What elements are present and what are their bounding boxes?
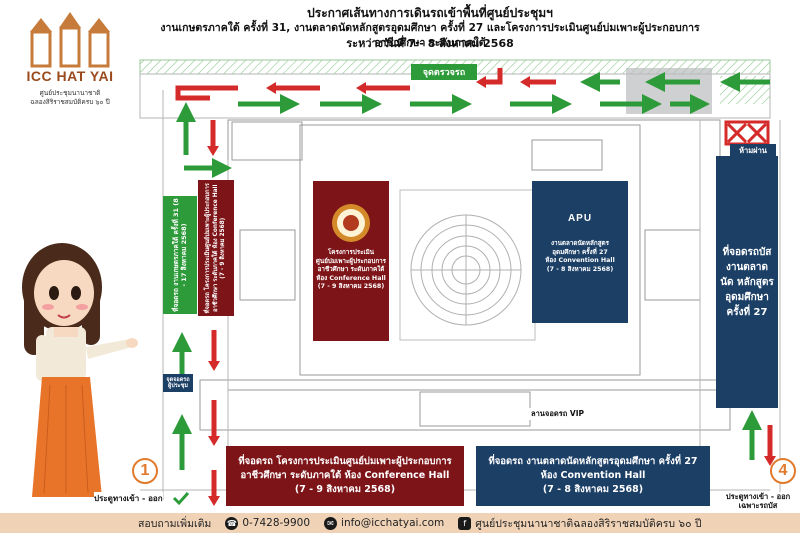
conference-l5: (7 - 9 สิงหาคม 2568) — [317, 283, 385, 290]
parking-bus: ที่จอดรถบัส งานตลาดนัด หลักสูตร อุดมศึกษ… — [716, 156, 778, 408]
mascot-illustration — [22, 243, 138, 497]
building-logo-icon — [30, 12, 110, 68]
gate-4-badge: 4 — [770, 458, 796, 484]
header-title: ประกาศเส้นทางการเดินรถเข้าพื้นที่ศูนย์ปร… — [307, 6, 553, 20]
convention-l2: อุดมศึกษา ครั้งที่ 27 — [552, 248, 608, 256]
conference-hall: โครงการประเมิน ศูนย์บ่มเพาะผู้ประกอบการ … — [313, 181, 389, 341]
mail-icon: ✉ — [324, 516, 338, 530]
header-dates: ระหว่างวันที่ 7 - 8 สิงหาคม 2568 — [346, 37, 514, 50]
parking-agri-text: ที่จอดรถ งานเกษตรภาคใต้ ครั้งที่ 31 (8 -… — [172, 198, 188, 312]
facebook-icon: f — [458, 516, 472, 530]
gray-gate-area — [626, 68, 712, 114]
phone-icon: ☎ — [225, 516, 239, 530]
convention-l4: (7 - 8 สิงหาคม 2568) — [546, 265, 614, 273]
checkpoint-label: จุดตรวจรถ — [411, 64, 477, 80]
parking-conference-side-text: ที่จอดรถ โครงการประเมินศูนย์บ่มเพาะผู้ปร… — [204, 182, 226, 314]
icc-logo: ICC HAT YAI ศูนย์ประชุมนานาชาติ ฉลองสิริ… — [10, 6, 130, 112]
vocational-seal-icon — [332, 204, 370, 242]
gate-1-badge: 1 — [132, 458, 158, 484]
check-icon — [172, 491, 190, 506]
entry-arrows — [172, 94, 762, 470]
footer-bar: สอบถามเพิ่มเติม ☎ 0-7428-9900 ✉ info@icc… — [0, 513, 800, 533]
gate-4-label-l1: ประตูทางเข้า - ออก — [725, 492, 791, 501]
parking-convention-bottom: ที่จอดรถ งานตลาดนัดหลักสูตรอุดมศึกษา ครั… — [476, 446, 710, 506]
conference-l3: อาชีวศึกษา ระดับภาคใต้ — [317, 266, 385, 273]
header-events: งานเกษตรภาคใต้ ครั้งที่ 31, งานตลาดนัดหล… — [160, 22, 700, 49]
bottom-convention-l1: ที่จอดรถ งานตลาดนัดหลักสูตรอุดมศึกษา ครั… — [488, 456, 698, 467]
convention-l3: ห้อง Convention Hall — [545, 257, 615, 264]
email-address[interactable]: info@icchatyai.com — [341, 517, 445, 529]
facebook-page[interactable]: ศูนย์ประชุมนานาชาติฉลองสิริราชสมบัติครบ … — [475, 517, 702, 530]
bottom-conference-l1: ที่จอดรถ โครงการประเมินศูนย์บ่มเพาะผู้ปร… — [238, 456, 452, 467]
drop-point-label: จุดจอดรถ ผู้ประชุม — [163, 374, 193, 392]
vip-parking-label: ลานจอดรถ VIP — [528, 408, 587, 420]
central-plaza — [399, 189, 536, 341]
conference-l1: โครงการประเมิน — [327, 249, 375, 256]
gate-1-label: ประตูทางเข้า - ออก — [94, 492, 163, 505]
logo-name: ICC HAT YAI — [26, 68, 114, 84]
bottom-conference-l3: (7 - 9 สิงหาคม 2568) — [294, 484, 396, 495]
logo-sub2: ฉลองสิริราชสมบัติครบ ๖๐ ปี — [30, 98, 110, 106]
conference-l2: ศูนย์บ่มเพาะผู้ประกอบการ — [315, 257, 387, 265]
bottom-convention-l3: (7 - 8 สิงหาคม 2568) — [542, 484, 644, 495]
convention-hall: APU งานตลาดนัดหลักสูตร อุดมศึกษา ครั้งที… — [532, 181, 628, 323]
conference-l4: ห้อง Conference Hall — [316, 274, 386, 282]
apu-logo-icon: APU — [567, 213, 593, 224]
barrier-crosses — [724, 120, 770, 146]
bottom-convention-l2: ห้อง Convention Hall — [540, 470, 646, 481]
no-entry-label: ห้ามผ่าน — [730, 144, 776, 157]
parking-conference-bottom: ที่จอดรถ โครงการประเมินศูนย์บ่มเพาะผู้ปร… — [226, 446, 464, 506]
parking-agri: ที่จอดรถ งานเกษตรภาคใต้ ครั้งที่ 31 (8 -… — [163, 196, 197, 314]
bottom-conference-l2: อาชีวศึกษา ระดับภาคใต้ ห้อง Conference H… — [240, 470, 450, 481]
gate-4-label: ประตูทางเข้า - ออก เฉพาะรถบัส — [718, 492, 798, 510]
logo-sub1: ศูนย์ประชุมนานาชาติ — [39, 89, 101, 97]
exit-arrows — [175, 68, 773, 500]
phone-number[interactable]: 0-7428-9900 — [242, 517, 311, 529]
gate-4-label-l2: เฉพาะรถบัส — [738, 501, 778, 510]
parking-conference-side: ที่จอดรถ โครงการประเมินศูนย์บ่มเพาะผู้ปร… — [198, 180, 234, 316]
convention-l1: งานตลาดนัดหลักสูตร — [550, 240, 610, 247]
contact-label: สอบถามเพิ่มเติม — [138, 517, 212, 530]
